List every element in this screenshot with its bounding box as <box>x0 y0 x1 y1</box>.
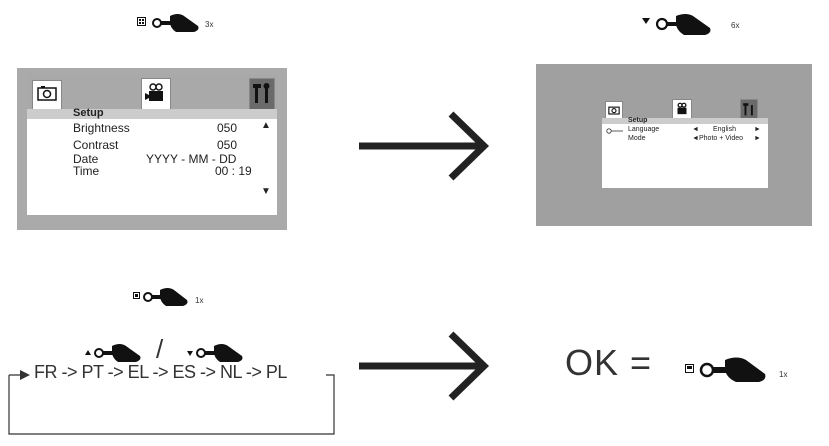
tab-video <box>672 99 692 119</box>
pointing-hand-icon <box>143 288 188 306</box>
pointing-hand-icon <box>656 14 711 35</box>
mode-right-arrow: ► <box>754 135 761 142</box>
mode-label: Mode <box>628 135 646 142</box>
grid-button-icon <box>137 17 146 26</box>
pointing-hand-icon <box>152 14 199 32</box>
tools-icon <box>253 83 270 103</box>
scroll-up-icon: ▲ <box>261 120 271 131</box>
setup-title: Setup <box>73 107 104 119</box>
press-count: 3x <box>205 20 214 29</box>
setup-screen-left: Setup Brightness 050 ▲ Contrast 050 Date… <box>27 74 277 215</box>
up-triangle-icon <box>85 350 91 355</box>
language-label: Language <box>628 126 660 133</box>
pointing-hand-icon <box>94 344 141 362</box>
camera-icon <box>608 106 620 115</box>
tab-video <box>141 78 171 110</box>
tab-camera <box>32 80 62 110</box>
time-label: Time <box>73 164 100 178</box>
mode-value: Photo + Video <box>699 135 744 142</box>
contrast-value: 050 <box>217 138 238 152</box>
time-value: 00 : 19 <box>215 164 252 178</box>
separator-slash: / <box>156 334 164 364</box>
tab-settings <box>740 99 758 119</box>
video-camera-icon <box>145 83 163 101</box>
setup-header <box>27 109 277 119</box>
arrow-right-icon <box>359 331 490 401</box>
tab-camera <box>605 101 623 119</box>
pointing-hand-icon <box>699 357 766 382</box>
language-cycle: FR -> PT -> EL -> ES -> NL -> PL <box>34 362 287 382</box>
date-label: Date <box>73 152 99 166</box>
press-count: 1x <box>779 370 788 379</box>
brightness-value: 050 <box>217 121 238 135</box>
language-left-arrow: ◄ <box>692 126 699 133</box>
date-value: YYYY - MM - DD <box>146 152 237 166</box>
scroll-down-icon: ▼ <box>261 186 271 197</box>
down-triangle-icon <box>187 351 193 356</box>
brightness-label: Brightness <box>73 121 130 135</box>
setup-screen-right: Setup Language ◄ English ► Mode ◄ Photo … <box>602 96 768 188</box>
tab-settings <box>249 78 275 110</box>
language-right-arrow: ► <box>754 126 761 133</box>
mode-left-arrow: ◄ <box>692 135 699 142</box>
square-button-icon <box>685 364 694 373</box>
camera-icon <box>37 86 57 101</box>
ok-label: OK = <box>565 342 653 383</box>
contrast-label: Contrast <box>73 138 119 152</box>
key-icon <box>606 128 623 134</box>
cycle-loop <box>8 370 335 435</box>
press-count: 6x <box>731 21 740 30</box>
down-triangle-icon <box>642 18 650 24</box>
setup-title: Setup <box>628 117 648 124</box>
tools-icon <box>743 103 753 116</box>
pointing-hand-icon <box>196 344 243 362</box>
language-value: English <box>713 126 736 133</box>
tab-bar <box>27 74 277 110</box>
arrow-right-icon <box>359 111 490 181</box>
square-button-icon <box>133 292 140 299</box>
setup-header <box>602 118 768 124</box>
press-count: 1x <box>195 296 204 305</box>
video-camera-icon <box>677 102 687 115</box>
tab-bar <box>602 96 768 119</box>
